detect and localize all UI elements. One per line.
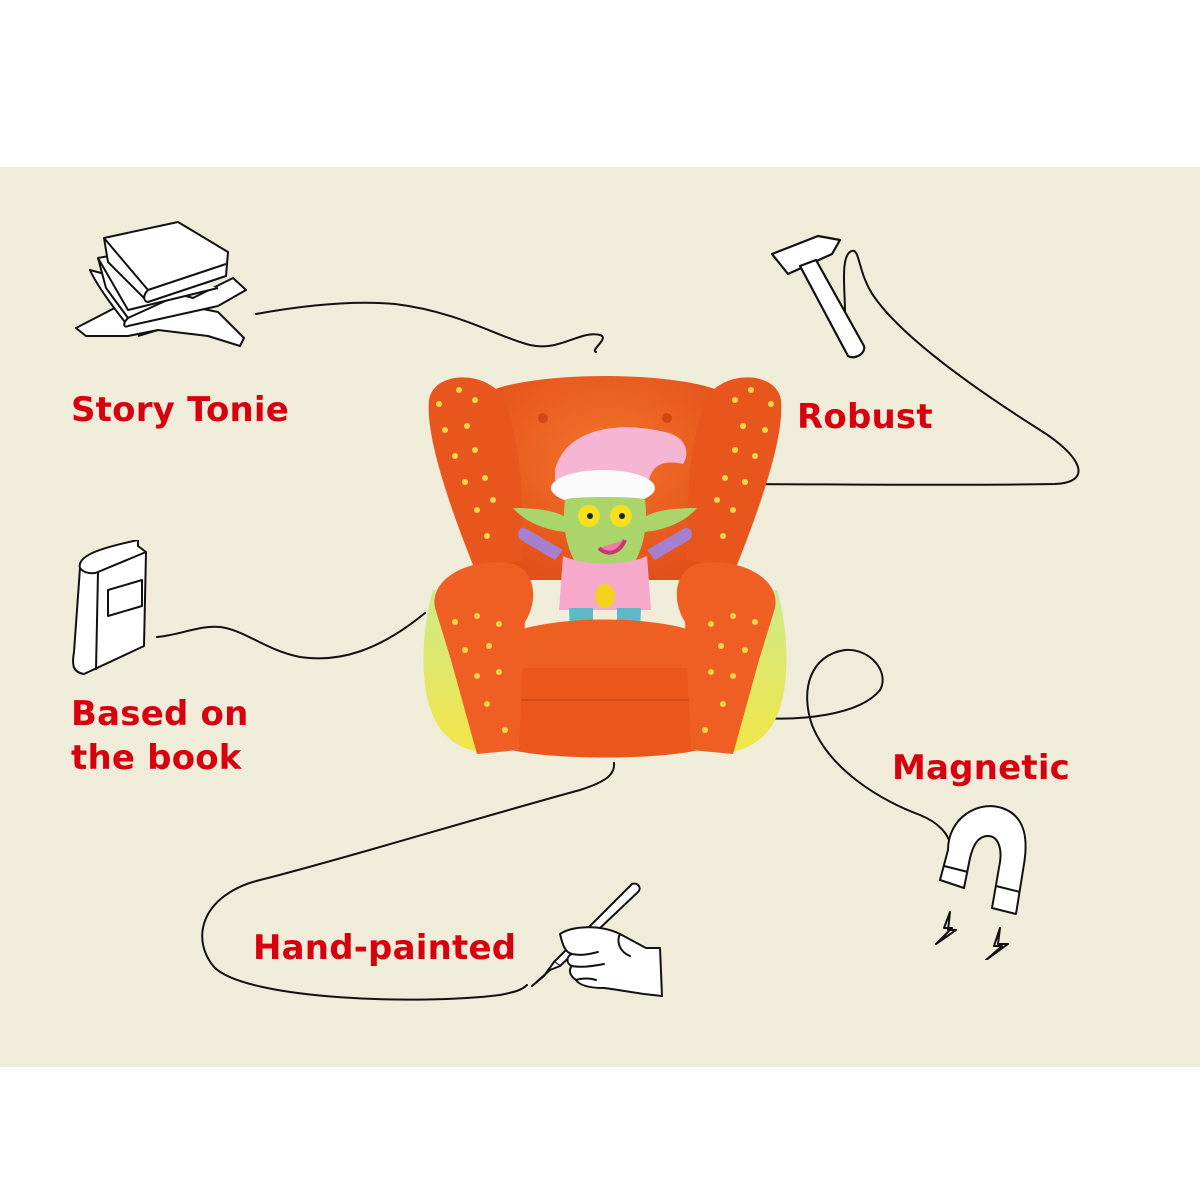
label-story-tonie: Story Tonie [71, 390, 290, 430]
chair-wing-right [686, 377, 782, 570]
chair-wing-left [428, 377, 524, 570]
figure-hat [555, 427, 687, 480]
chair-front [511, 668, 699, 758]
label-magnetic: Magnetic [892, 748, 1071, 788]
chair-armrest-right [676, 562, 776, 754]
stack-of-books-icon [75, 221, 247, 347]
figure-vest [559, 556, 651, 610]
figure-arm-right [647, 527, 692, 560]
hand-with-brush-icon [531, 882, 663, 997]
connector-story-tonie [255, 301, 604, 353]
connector-based-on-book [156, 612, 426, 660]
label-based-on-book-line1: Based on [71, 694, 249, 734]
label-robust: Robust [797, 397, 933, 437]
connector-magnetic [749, 648, 951, 844]
label-based-on-book: Based on the book [71, 692, 249, 780]
figure-arm-left [518, 527, 563, 560]
book-icon [72, 540, 147, 675]
connector-hand-painted [201, 762, 616, 1001]
connector-robust [734, 249, 1080, 486]
label-based-on-book-line2: the book [71, 738, 242, 778]
hammer-icon [770, 234, 866, 359]
horseshoe-magnet-icon [935, 805, 1027, 960]
chair-polka-dots [436, 387, 774, 733]
tonie-figure-image [423, 376, 787, 758]
chair-seat [515, 619, 695, 670]
chair-armrest-left [434, 562, 534, 754]
label-hand-painted: Hand-painted [253, 928, 517, 968]
